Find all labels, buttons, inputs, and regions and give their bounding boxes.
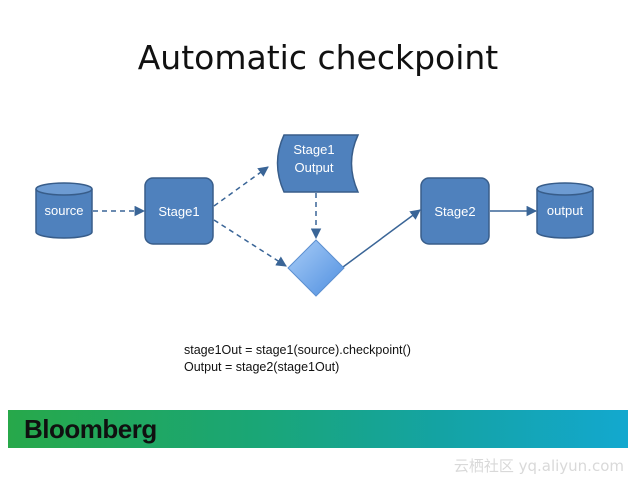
brand-footer-bar: Bloomberg <box>8 410 628 448</box>
code-line: Output = stage2(stage1Out) <box>184 360 340 374</box>
stage1-output-node: Stage1 Output <box>276 134 360 193</box>
arrow-stage1-to-stage1-output <box>213 166 269 207</box>
stage2-label: Stage2 <box>434 204 475 219</box>
source-label: source <box>44 203 83 218</box>
output-node: output <box>536 182 594 239</box>
bloomberg-logo: Bloomberg <box>24 414 157 444</box>
stage2-node: Stage2 <box>420 177 490 245</box>
checkpoint-diamond <box>287 239 345 297</box>
stage1-output-label-line1: Stage1 <box>293 142 334 157</box>
slide-title: Automatic checkpoint <box>137 38 499 77</box>
code-line: stage1Out = stage1(source).checkpoint() <box>184 343 411 357</box>
arrow-diamond-to-stage2 <box>342 209 421 268</box>
arrow-stage1-to-diamond <box>213 219 287 267</box>
output-label: output <box>547 203 584 218</box>
stage1-node: Stage1 <box>144 177 214 245</box>
code-snippet: stage1Out = stage1(source).checkpoint() … <box>184 342 411 376</box>
stage1-output-label-line2: Output <box>294 160 333 175</box>
source-node: source <box>35 182 93 239</box>
stage1-label: Stage1 <box>158 204 199 219</box>
watermark: 云栖社区 yq.aliyun.com <box>453 457 624 475</box>
